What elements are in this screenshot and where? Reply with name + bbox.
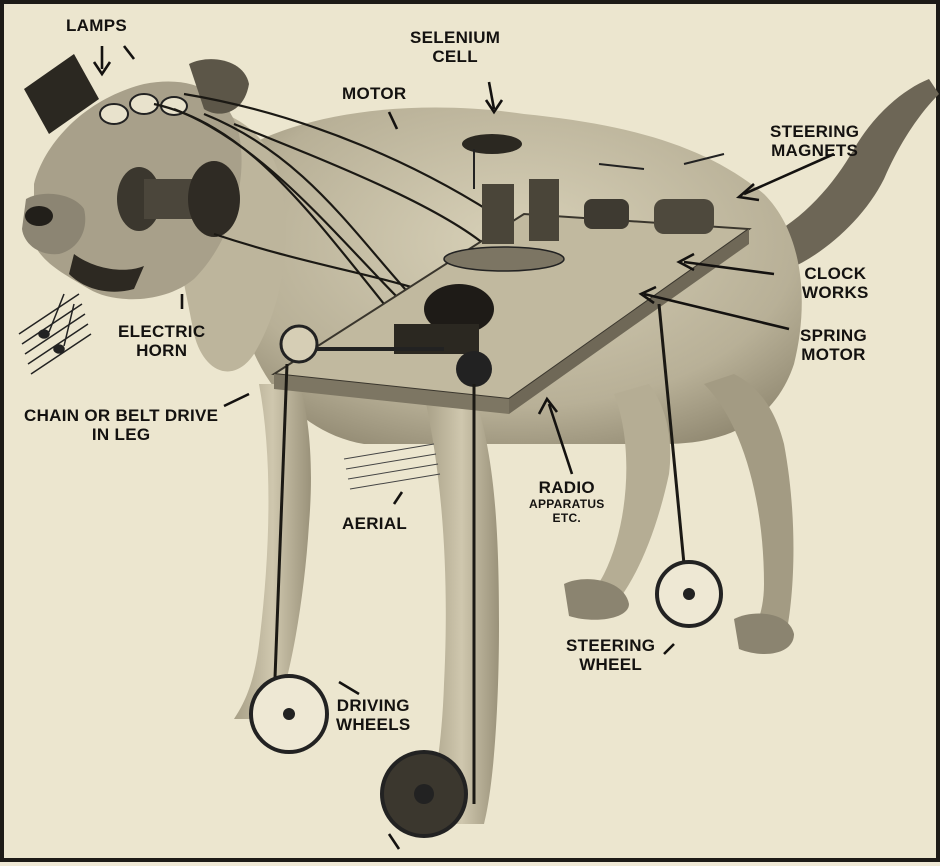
driving-wheel-front xyxy=(251,676,327,752)
aerial xyxy=(344,444,440,489)
music-notes-icon xyxy=(19,294,91,374)
front-leg-left xyxy=(234,384,311,719)
steering-wheel xyxy=(657,562,721,626)
dog-nose xyxy=(25,206,53,226)
driving-wheel-rear xyxy=(382,752,466,836)
label-lamps: LAMPS xyxy=(66,16,127,35)
label-motor: MOTOR xyxy=(342,84,406,103)
label-aerial: AERIAL xyxy=(342,514,407,533)
